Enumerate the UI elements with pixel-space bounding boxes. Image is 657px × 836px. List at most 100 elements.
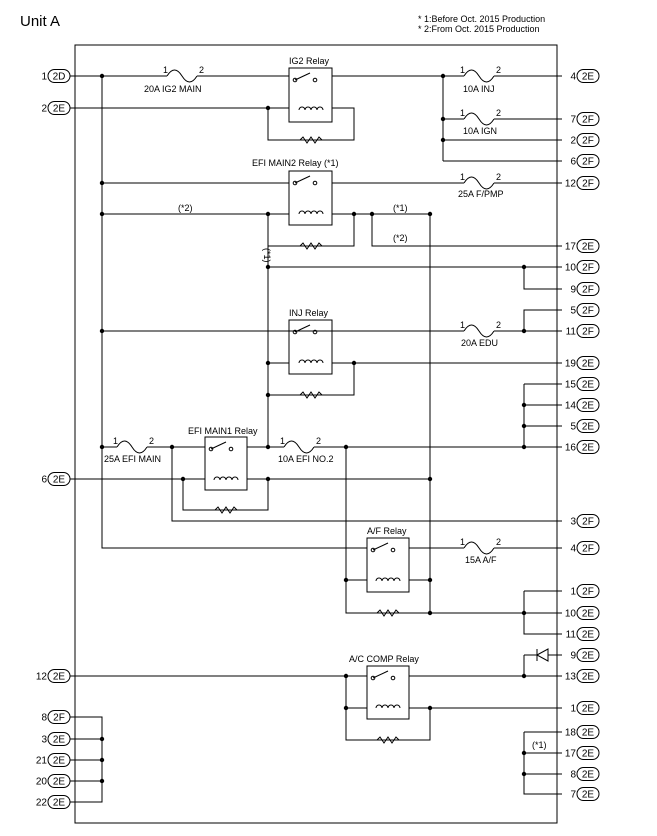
right-terminal: 7 2E <box>570 787 600 801</box>
connector-id: 2E <box>582 630 595 641</box>
svg-text:1: 1 <box>460 108 465 118</box>
connector-badge <box>576 606 600 620</box>
connector-id: 2E <box>53 756 66 767</box>
connector-id: 2E <box>582 609 595 620</box>
connector-id: 2E <box>582 749 595 760</box>
terminal-pin: 20 <box>36 777 48 788</box>
right-terminal: 10 2F <box>565 260 600 274</box>
connector-id: 2E <box>582 790 595 801</box>
connector-id: 2E <box>582 672 595 683</box>
svg-text:10A EFI NO.2: 10A EFI NO.2 <box>278 454 334 464</box>
connector-badge <box>576 356 600 370</box>
mark-star1: (*1) <box>393 203 408 213</box>
svg-text:2: 2 <box>149 436 154 446</box>
right-terminal: 1 2E <box>570 701 600 715</box>
connector-id: 2E <box>53 798 66 809</box>
connector-id: 2E <box>582 401 595 412</box>
terminal-pin: 4 <box>570 544 576 555</box>
terminal-pin: 8 <box>570 770 576 781</box>
connector-badge <box>576 154 600 168</box>
junction-dots <box>99 73 527 784</box>
terminal-pin: 11 <box>566 327 577 338</box>
svg-text:25A EFI MAIN: 25A EFI MAIN <box>104 454 161 464</box>
terminal-pin: 21 <box>36 756 48 767</box>
svg-text:2: 2 <box>496 320 501 330</box>
connector-id: 2D <box>53 72 66 83</box>
terminal-pin: 4 <box>570 72 576 83</box>
connector-badge <box>576 669 600 683</box>
connector-badge <box>576 541 600 555</box>
terminal-pin: 1 <box>570 704 576 715</box>
left-terminal: 2 2E <box>41 101 71 115</box>
connector-id: 2E <box>582 704 595 715</box>
wiring <box>70 75 562 803</box>
efi-main1-relay-label: EFI MAIN1 Relay <box>188 426 258 436</box>
svg-text:1: 1 <box>460 537 465 547</box>
connector-badge <box>47 69 71 83</box>
terminal-pin: 12 <box>36 672 48 683</box>
connector-badge <box>576 767 600 781</box>
connector-id: 2E <box>582 242 595 253</box>
terminal-pin: 10 <box>565 263 577 274</box>
connector-badge <box>576 260 600 274</box>
terminal-pin: 9 <box>570 285 576 296</box>
svg-text:1: 1 <box>280 436 285 446</box>
mark-star1: (*1) <box>532 740 547 750</box>
connector-id: 2E <box>53 104 66 115</box>
terminal-pin: 5 <box>570 422 576 433</box>
svg-text:2: 2 <box>496 108 501 118</box>
terminal-pin: 17 <box>565 242 577 253</box>
terminal-pin: 19 <box>565 359 577 370</box>
connector-badge <box>576 282 600 296</box>
connector-id: 2F <box>582 306 594 317</box>
connector-badge <box>47 774 71 788</box>
connector-badge <box>576 725 600 739</box>
terminal-pin: 7 <box>570 790 576 801</box>
inj-relay-label: INJ Relay <box>289 308 329 318</box>
terminal-pin: 2 <box>41 104 47 115</box>
svg-text:10A INJ: 10A INJ <box>463 84 495 94</box>
connector-id: 2E <box>53 735 66 746</box>
svg-text:1: 1 <box>460 172 465 182</box>
terminal-pin: 14 <box>565 401 577 412</box>
terminal-pin: 15 <box>565 380 577 391</box>
relay-resistors <box>214 136 400 744</box>
svg-text:15A A/F: 15A A/F <box>465 555 497 565</box>
connector-id: 2F <box>582 263 594 274</box>
right-terminal: 17 2E <box>565 239 600 253</box>
connector-badge <box>576 627 600 641</box>
connector-badge <box>47 101 71 115</box>
connector-badge <box>576 324 600 338</box>
svg-text:10A IGN: 10A IGN <box>463 126 497 136</box>
connector-id: 2E <box>53 475 66 486</box>
mark-star2: (*2) <box>178 203 193 213</box>
terminal-pin: 13 <box>565 672 577 683</box>
terminal-pin: 16 <box>565 443 577 454</box>
ig2-relay-label: IG2 Relay <box>289 56 330 66</box>
terminal-pin: 3 <box>570 517 576 528</box>
connector-badge <box>47 732 71 746</box>
ac-comp-relay: A/C COMP Relay <box>349 654 419 720</box>
connector-id: 2F <box>582 136 594 147</box>
